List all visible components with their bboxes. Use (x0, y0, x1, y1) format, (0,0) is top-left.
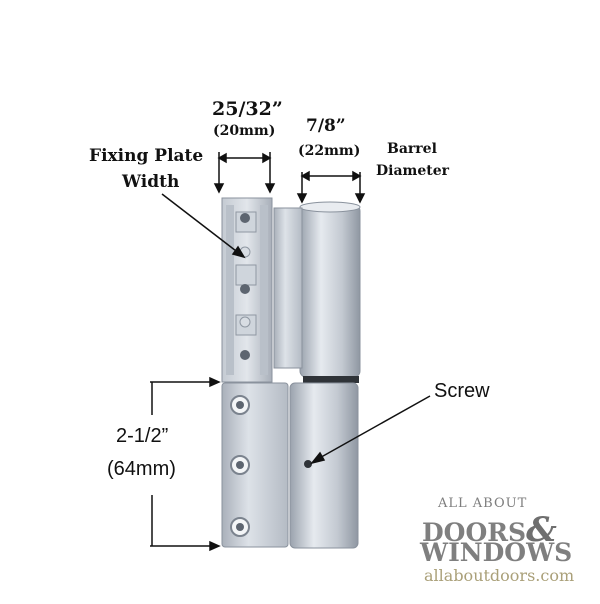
fixing-plate-label-width: Width (122, 172, 180, 192)
barrel-ring (303, 376, 359, 383)
plate-width-dimension: 25/32” (212, 98, 283, 120)
fixing-plate-label: Fixing Plate (89, 146, 204, 166)
barrel-diameter-dimension: 7/8” (306, 116, 346, 136)
barrel-diameter-mm: (22mm) (298, 143, 361, 159)
logo-ampersand: & (526, 510, 557, 550)
screw-label: Screw (434, 380, 490, 402)
plate-screw-icon (240, 213, 250, 223)
dimension-lines (150, 152, 431, 552)
plate-hole-icon (239, 316, 251, 328)
screw-icon (304, 460, 312, 468)
logo-url: allaboutdoors.com (424, 566, 575, 585)
fixing-plate (221, 197, 273, 383)
plate-width-mm: (20mm) (213, 123, 276, 139)
lower-barrel (289, 382, 359, 549)
barrel-label: Barrel (387, 141, 437, 157)
plate-screw-icon (240, 284, 250, 294)
upper-inner-leaf (273, 207, 303, 369)
barrel-label-diameter: Diameter (376, 163, 450, 179)
logo-doors-text: DOORS (422, 518, 527, 547)
lower-leaf (221, 382, 289, 548)
logo-windows: WINDOWS (420, 538, 573, 567)
logo-doors: DOORS& (422, 510, 557, 550)
height-mm: (64mm) (107, 458, 176, 480)
plate-screw-icon (240, 350, 250, 360)
logo-tagline: ALL ABOUT (438, 496, 528, 511)
upper-barrel (299, 201, 361, 378)
height-dimension: 2-1/2” (116, 425, 169, 447)
